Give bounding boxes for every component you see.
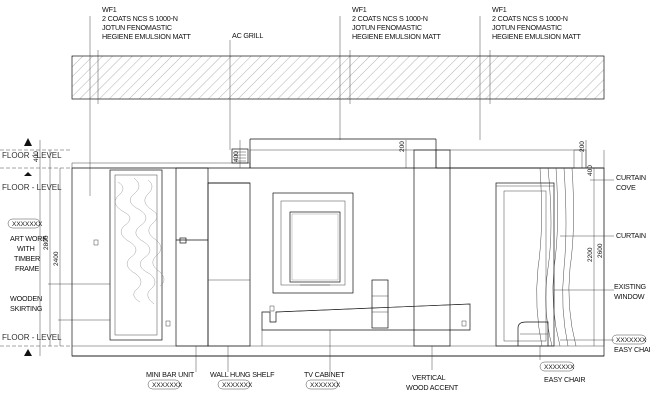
- paint-note-line: JOTUN FENOMASTIC: [492, 23, 562, 32]
- tv-cabinet-tag: XXXXXXX: [305, 379, 341, 390]
- paint-note-1: WF1 2 COATS NCS S 1000-N JOTUN FENOMASTI…: [102, 5, 192, 41]
- level-markers: [0, 138, 72, 356]
- dim-200-right: 200: [579, 141, 586, 152]
- wall-hung-shelf-label: WALL HUNG SHELF: [210, 370, 275, 379]
- floor-level-middle: FLOOR - LEVEL: [2, 183, 62, 192]
- vertical-wood-accent: [413, 149, 451, 347]
- paint-note-code: WF1: [102, 5, 117, 14]
- dim-2200-right: 2200: [587, 247, 594, 262]
- paint-note-leaders: [89, 16, 491, 196]
- dim-2600-right: 2600: [597, 243, 604, 258]
- paint-note-line: HEGIENE EMULSION MATT: [492, 32, 582, 41]
- tag-code: XXXXXXX: [616, 337, 647, 344]
- dim-2400-left: 2400: [53, 251, 60, 266]
- tag-code: XXXXXXX: [222, 382, 253, 389]
- easy-chair-right-label: EASY CHAIR: [614, 345, 650, 354]
- paint-note-line: 2 COATS NCS S 1000-N: [492, 14, 568, 23]
- label-leaders: [48, 179, 614, 372]
- paint-note-3: WF1 2 COATS NCS S 1000-N JOTUN FENOMASTI…: [492, 5, 582, 41]
- art-work-tag: XXXXXXX: [7, 218, 43, 229]
- curtain-cove-label: COVE: [616, 183, 636, 192]
- dim-400-ac: 400: [233, 151, 240, 162]
- art-work-label: ART WORK: [10, 234, 47, 243]
- ceiling-slab: [71, 55, 605, 100]
- existing-window-label: WINDOW: [614, 292, 645, 301]
- curtain: [536, 167, 577, 347]
- vertical-wood-accent-label: WOOD ACCENT: [406, 383, 459, 392]
- dim-400-left: 400: [33, 151, 40, 162]
- paint-note-code: WF1: [352, 5, 367, 14]
- tag-code: XXXXXXX: [310, 382, 341, 389]
- dim-200-mid: 200: [399, 141, 406, 152]
- paint-note-line: HEGIENE EMULSION MATT: [102, 32, 192, 41]
- paint-note-line: JOTUN FENOMASTIC: [102, 23, 172, 32]
- paint-note-line: HEGIENE EMULSION MATT: [352, 32, 442, 41]
- dim-400-right: 400: [587, 165, 594, 176]
- wooden-skirting-label: SKIRTING: [10, 304, 43, 313]
- paint-note-line: 2 COATS NCS S 1000-N: [352, 14, 428, 23]
- dimension-lines: [39, 140, 605, 356]
- tv-cabinet: [261, 279, 471, 346]
- easy-chair-bottom-label: EASY CHAIR: [544, 375, 585, 384]
- window-assembly: [495, 149, 587, 347]
- tag-code: XXXXXXX: [152, 382, 183, 389]
- easy-chair-bottom-tag: XXXXXXX: [539, 361, 575, 372]
- floor-level-upper: FLOOR - LEVEL: [2, 151, 62, 160]
- wooden-skirting-label: WOODEN: [10, 294, 42, 303]
- paint-note-line: JOTUN FENOMASTIC: [352, 23, 422, 32]
- curtain-cove-label: CURTAIN: [616, 173, 646, 182]
- wall-hung-shelf-tag: XXXXXXX: [217, 379, 253, 390]
- tv-wall-panel: [272, 192, 354, 294]
- existing-window-label: EXISTING: [614, 282, 647, 291]
- mini-bar-unit: [175, 167, 209, 347]
- paint-note-line: 2 COATS NCS S 1000-N: [102, 14, 178, 23]
- tag-code: XXXXXXX: [12, 221, 43, 228]
- wall-switches: [93, 239, 467, 327]
- easy-chair: [517, 321, 549, 346]
- curtain-label: CURTAIN: [616, 231, 646, 240]
- ac-grill-label: AC GRILL: [232, 31, 263, 40]
- tag-code: XXXXXXX: [544, 364, 575, 371]
- mini-bar-label: MINI BAR UNIT: [146, 370, 195, 379]
- art-work: [109, 169, 165, 341]
- art-work-label: TIMBER: [14, 254, 40, 263]
- vertical-wood-accent-label: VERTICAL: [412, 373, 446, 382]
- wall-hung-shelf: [207, 182, 251, 347]
- paint-note-2: WF1 2 COATS NCS S 1000-N JOTUN FENOMASTI…: [352, 5, 442, 41]
- tv-cabinet-label: TV CABINET: [304, 370, 345, 379]
- art-work-label: FRAME: [15, 264, 40, 273]
- dim-2800-left: 2800: [43, 235, 50, 250]
- floor-level-lower: FLOOR - LEVEL: [2, 333, 62, 342]
- art-work-label: WITH: [17, 244, 35, 253]
- paint-note-code: WF1: [492, 5, 507, 14]
- mini-bar-tag: XXXXXXX: [147, 379, 183, 390]
- easy-chair-right-tag: XXXXXXX: [611, 334, 647, 345]
